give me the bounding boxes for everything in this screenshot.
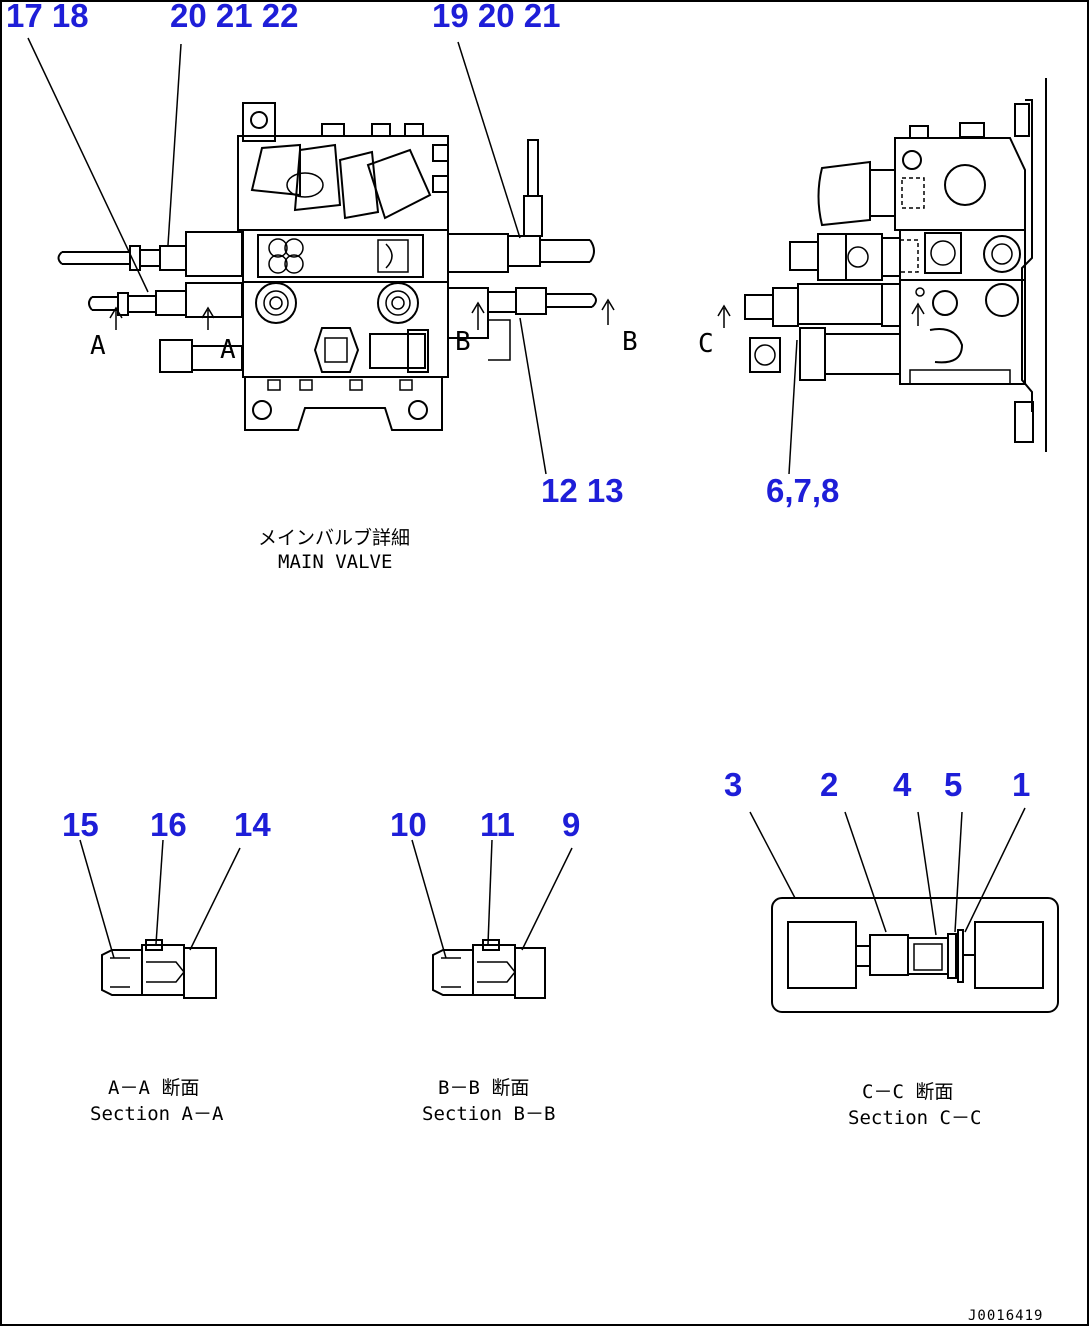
section-mark-b-right: B — [622, 327, 638, 357]
section-b-b-caption-en: Section B－B — [422, 1103, 555, 1125]
callout-5: 5 — [944, 766, 962, 803]
section-a-a-caption-jp: A－A 断面 — [108, 1077, 199, 1099]
section-c-c-caption-en: Section C－C — [848, 1107, 981, 1129]
section-b-b-caption-jp: B－B 断面 — [438, 1077, 529, 1099]
main-valve-side-view: C — [698, 78, 1047, 475]
section-a-a-caption-en: Section A－A — [90, 1103, 224, 1125]
callout-16: 16 — [150, 806, 187, 843]
section-mark-b-left: B — [455, 327, 471, 357]
callout-6-7-8: 6,7,8 — [766, 472, 839, 509]
document-id: J0016419 — [968, 1308, 1043, 1324]
section-b-b-drawing — [411, 839, 573, 999]
main-valve-front-view: A A B B — [27, 37, 638, 475]
main-valve-caption-en: MAIN VALVE — [278, 551, 392, 573]
callout-4: 4 — [893, 766, 912, 803]
callout-20-21-22: 20 21 22 — [170, 0, 298, 34]
section-mark-a-left: A — [90, 331, 106, 361]
callout-14: 14 — [234, 806, 271, 843]
section-mark-a-right: A — [220, 335, 236, 365]
section-mark-c-left: C — [698, 329, 714, 359]
callout-3: 3 — [724, 766, 742, 803]
callout-2: 2 — [820, 766, 838, 803]
callout-9: 9 — [562, 806, 580, 843]
section-c-c-drawing — [749, 807, 1059, 1013]
callout-10: 10 — [390, 806, 427, 843]
callout-12-13: 12 13 — [541, 472, 624, 509]
callout-11: 11 — [480, 806, 515, 843]
callout-17-18: 17 18 — [6, 0, 89, 34]
callout-19-20-21: 19 20 21 — [432, 0, 560, 34]
callout-15: 15 — [62, 806, 99, 843]
main-valve-caption-jp: メインバルブ詳細 — [258, 526, 410, 549]
section-c-c-caption-jp: C－C 断面 — [862, 1081, 953, 1103]
section-a-a-drawing — [79, 839, 241, 999]
callout-1: 1 — [1012, 766, 1030, 803]
